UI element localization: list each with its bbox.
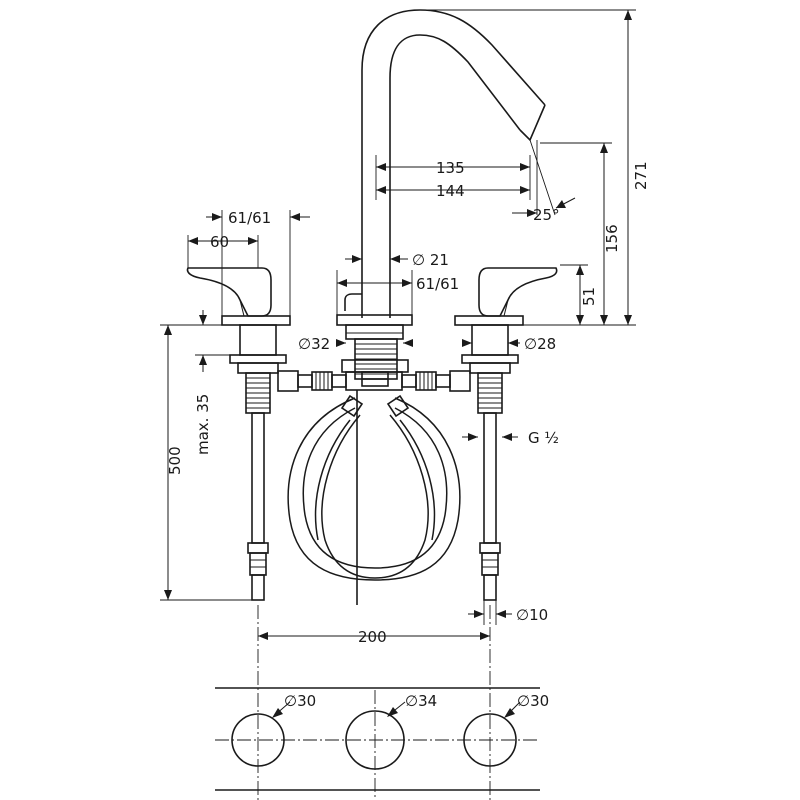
- cross-connectors: [277, 370, 471, 392]
- dim-max35: max. 35: [194, 310, 240, 455]
- dim-label-61-61-left: 61/61: [228, 209, 271, 227]
- hole-left: [231, 713, 285, 767]
- dim-label-51: 51: [580, 287, 598, 306]
- dim-g-half: G ½: [462, 429, 559, 447]
- dim-label-156: 156: [603, 224, 621, 253]
- dim-135-144: 135 144: [375, 155, 531, 200]
- dim-label-hole-center: ∅34: [405, 692, 437, 710]
- dim-label-200: 200: [358, 628, 387, 646]
- hole-right: [463, 713, 517, 767]
- dim-dia10: ∅10: [468, 600, 548, 625]
- dim-label-g-half: G ½: [528, 429, 559, 447]
- dim-label-500: 500: [166, 446, 184, 475]
- dim-dia28: ∅28: [462, 335, 556, 353]
- dim-label-dia28: ∅28: [524, 335, 556, 353]
- center-lines: [215, 605, 540, 800]
- dim-label-hole-left: ∅30: [284, 692, 316, 710]
- dim-label-hole-right: ∅30: [517, 692, 549, 710]
- hoses: [287, 394, 461, 581]
- hole-center: [345, 710, 405, 770]
- dim-51: 51: [560, 264, 598, 325]
- deck-holes: ∅30 ∅34 ∅30: [215, 687, 549, 791]
- dim-label-dia32: ∅32: [298, 335, 330, 353]
- dim-dia32: ∅32: [298, 335, 413, 353]
- dim-label-dia10: ∅10: [516, 606, 548, 624]
- dim-500: 500: [160, 324, 252, 601]
- left-handle: [186, 267, 291, 601]
- dim-200: 200: [258, 628, 490, 646]
- dim-dia21-center: ∅ 21 61/61: [336, 245, 459, 315]
- dim-label-25deg: 25°: [533, 206, 560, 224]
- dim-label-max35: max. 35: [194, 394, 212, 455]
- dim-label-135: 135: [436, 159, 465, 177]
- dim-label-271: 271: [632, 161, 650, 190]
- dim-label-60: 60: [210, 233, 229, 251]
- dim-156: 156: [540, 142, 621, 325]
- spout-base: [336, 293, 413, 605]
- dim-label-144: 144: [436, 182, 465, 200]
- dim-25-deg: 25°: [512, 139, 576, 224]
- dim-61-61-left: 61/61: [206, 209, 310, 316]
- dim-60: 60: [187, 233, 259, 268]
- dim-label-dia21: ∅ 21: [412, 251, 449, 269]
- dim-label-61-61-center: 61/61: [416, 275, 459, 293]
- right-handle: [454, 267, 558, 601]
